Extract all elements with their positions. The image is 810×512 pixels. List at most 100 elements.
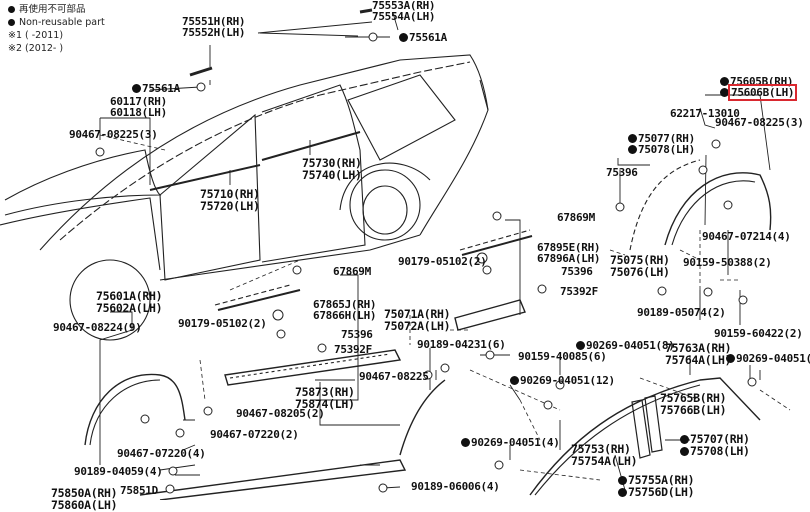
part-label-90159-40085[interactable]: 90159-40085(6) (518, 350, 607, 363)
part-label-90467-08224[interactable]: 90467-08224(9) (53, 321, 142, 334)
front-fender-flare (84, 373, 186, 446)
vehicle-windshield (4, 149, 162, 216)
clip-icon (738, 295, 748, 305)
non-reusable-dot-icon (628, 134, 637, 143)
part-label-90467-08225-c[interactable]: 90467-08225 (359, 370, 429, 383)
part-label-75561A-left[interactable]: 75561A (132, 83, 180, 94)
part-label-75763A[interactable]: 75763A(RH)75764A(LH) (665, 341, 732, 367)
part-label-75553A[interactable]: 75553A(RH)75554A(LH) (372, 0, 436, 23)
legend-item-jp: 再使用不可部品 (8, 3, 105, 16)
clip-icon (272, 309, 284, 321)
part-label-90269-04051-8[interactable]: 90269-04051(8) (576, 340, 675, 351)
part-label-90159-50388[interactable]: 90159-50388(2) (683, 256, 772, 269)
part-label-75396-right[interactable]: 75396 (606, 166, 638, 179)
part-label-90179-05102-right[interactable]: 90179-05102(2) (398, 255, 487, 268)
non-reusable-dot-icon (720, 88, 729, 97)
part-label-75707[interactable]: 75707(RH)75708(LH) (680, 433, 750, 457)
part-label-75396-mid[interactable]: 75396 (561, 265, 593, 278)
part-label-75873[interactable]: 75873(RH)75874(LH) (295, 385, 355, 411)
non-reusable-dot-icon (726, 354, 735, 363)
part-label-75396-left[interactable]: 75396 (341, 328, 373, 341)
part-label-90189-06006[interactable]: 90189-06006(4) (411, 480, 500, 493)
rear-fender-flare (664, 172, 772, 246)
part-label-75850A[interactable]: 75850A(RH)75860A(LH) (51, 486, 118, 512)
part-label-67865J[interactable]: 67865J(RH)67866H(LH) (313, 298, 377, 322)
part-label-90467-07220-2[interactable]: 90467-07220(2) (210, 428, 299, 441)
clip-icon (95, 147, 105, 157)
part-label-67869M-left[interactable]: 67869M (333, 265, 371, 278)
part-label-75075[interactable]: 75075(RH)75076(LH) (610, 253, 670, 279)
part-label-90189-05074[interactable]: 90189-05074(2) (637, 306, 726, 319)
part-label-75753[interactable]: 75753(RH)75754A(LH) (571, 442, 638, 468)
rocker-molding-front (224, 349, 402, 386)
clip-icon (196, 82, 206, 92)
non-reusable-dot-icon (680, 447, 689, 456)
belt-molding-front (149, 164, 261, 191)
clip-icon (423, 370, 433, 380)
clip-icon (723, 200, 733, 210)
part-label-90269-04051-4[interactable]: 90269-04051(4) (461, 437, 560, 448)
part-label-75071A[interactable]: 75071A(RH)75072A(LH) (384, 307, 451, 333)
clip-icon (165, 484, 175, 494)
part-label-60117[interactable]: 60117(RH)60118(LH) (110, 95, 167, 119)
part-label-75077[interactable]: 75077(RH)75078(LH) (628, 133, 695, 155)
part-label-75851D[interactable]: 75851D (120, 484, 158, 497)
vehicle-rear-glass (347, 74, 456, 161)
part-label-90159-60422[interactable]: 90159-60422(2) (714, 327, 803, 340)
part-label-75710[interactable]: 75710(RH)75720(LH) (200, 187, 260, 213)
part-label-62217-13010[interactable]: 62217-13010 (670, 107, 740, 120)
non-reusable-dot-icon (399, 33, 408, 42)
part-label-75392F-left[interactable]: 75392F (334, 343, 372, 356)
clip-icon (276, 329, 286, 339)
parts-diagram-art (0, 8, 791, 500)
clip-icon (698, 165, 708, 175)
clip-icon (476, 252, 488, 264)
legend-note-2: ※2 (2012- ) (8, 43, 64, 54)
clip-icon (537, 284, 547, 294)
legend-note-1: ※1 ( -2011) (8, 30, 64, 41)
part-label-75765B[interactable]: 75765B(RH)75766B(LH) (660, 391, 727, 417)
clip-icon (492, 211, 502, 221)
clip-icon (711, 139, 721, 149)
non-reusable-dot-icon (461, 438, 470, 447)
part-label-90189-04059[interactable]: 90189-04059(4) (74, 465, 163, 478)
belt-molding-rear (261, 131, 361, 161)
non-reusable-dot-icon (628, 145, 637, 154)
part-label-90467-07220-4[interactable]: 90467-07220(4) (117, 447, 206, 460)
part-label-90179-05102-left[interactable]: 90179-05102(2) (178, 317, 267, 330)
part-label-75605B[interactable]: 75605B(RH) 75606B(LH) (720, 76, 798, 101)
part-label-75561A-top[interactable]: 75561A (399, 32, 447, 43)
clip-icon (555, 380, 565, 390)
vehicle-rear-body (419, 79, 489, 236)
clip-icon (168, 466, 178, 476)
part-label-90467-07214[interactable]: 90467-07214(4) (702, 230, 791, 243)
highlighted-part-number[interactable]: 75606B(LH) (727, 84, 798, 101)
bullet-icon (8, 19, 15, 26)
clip-icon (440, 363, 450, 373)
clip-icon (175, 428, 185, 438)
clip-icon (703, 287, 713, 297)
rear-arch (339, 162, 431, 211)
clip-icon (615, 202, 625, 212)
part-label-75730[interactable]: 75730(RH)75740(LH) (302, 156, 362, 182)
part-label-75755A[interactable]: 75755A(RH)75756D(LH) (618, 474, 695, 498)
part-label-75551H[interactable]: 75551H(RH)75552H(LH) (182, 15, 246, 39)
part-label-67869M-right[interactable]: 67869M (557, 211, 595, 224)
part-label-90467-08205[interactable]: 90467-08205(2) (236, 407, 325, 420)
window-pillar-molding (631, 395, 663, 459)
roof-drip-molding (529, 377, 761, 496)
part-label-90269-04051-6[interactable]: 90269-04051(6) (726, 353, 810, 364)
clip-icon (485, 350, 495, 360)
part-label-90467-08225-b[interactable]: 90467-08225(3) (715, 116, 804, 129)
clip-icon (368, 32, 378, 42)
part-label-75601A[interactable]: 75601A(RH)75602A(LH) (96, 289, 163, 315)
part-label-90467-08225-a[interactable]: 90467-08225(3) (69, 128, 158, 141)
vehicle-roof-line (39, 54, 489, 251)
part-label-90189-04231[interactable]: 90189-04231(6) (417, 338, 506, 351)
vehicle-side-bottom (159, 234, 421, 281)
non-reusable-dot-icon (618, 476, 627, 485)
part-label-90269-04051-12[interactable]: 90269-04051(12) (510, 375, 615, 386)
vehicle-front-door (159, 113, 261, 281)
part-label-75392F-right[interactable]: 75392F (560, 285, 598, 298)
part-label-67895E[interactable]: 67895E(RH)67896A(LH) (537, 241, 601, 265)
